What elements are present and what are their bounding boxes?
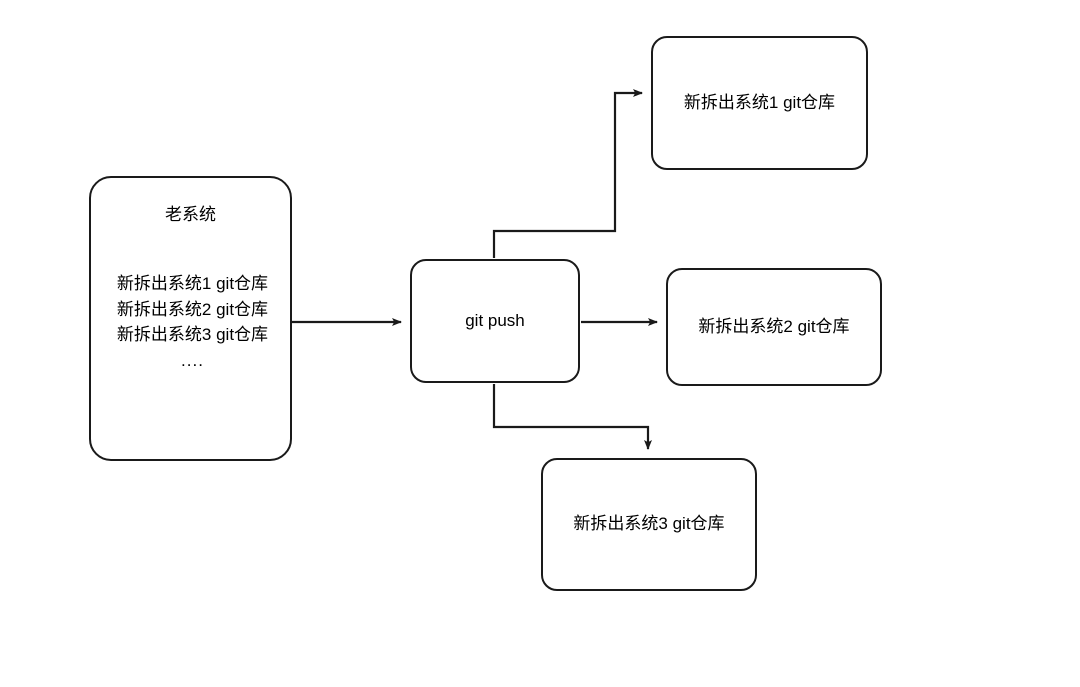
edge-action-to-target3 [492,384,652,450]
node-target-repo-2[interactable]: 新拆出系统2 git仓库 [666,268,882,386]
node-legacy-system-repo-list: 新拆出系统1 git仓库 新拆出系统2 git仓库 新拆出系统3 git仓库 .… [113,271,268,373]
node-git-push-label: git push [465,310,525,330]
repo-list-item: 新拆出系统2 git仓库 [116,299,269,319]
repo-list-item: 新拆出系统1 git仓库 [116,274,269,293]
node-target-repo-3-label: 新拆出系统3 git仓库 [573,514,725,534]
repo-list-ellipsis: .... [181,350,204,370]
node-target-repo-2-label: 新拆出系统2 git仓库 [698,316,850,336]
node-target-repo-1[interactable]: 新拆出系统1 git仓库 [651,36,868,170]
node-git-push[interactable]: git push [410,259,580,383]
node-target-repo-3[interactable]: 新拆出系统3 git仓库 [541,458,757,591]
edge-action-to-target1 [492,89,643,258]
node-legacy-system[interactable]: 老系统 新拆出系统1 git仓库 新拆出系统2 git仓库 新拆出系统3 git… [89,176,292,461]
node-legacy-system-title: 老系统 [165,205,216,224]
repo-list-item: 新拆出系统3 git仓库 [116,325,269,344]
node-target-repo-1-label: 新拆出系统1 git仓库 [683,92,836,112]
